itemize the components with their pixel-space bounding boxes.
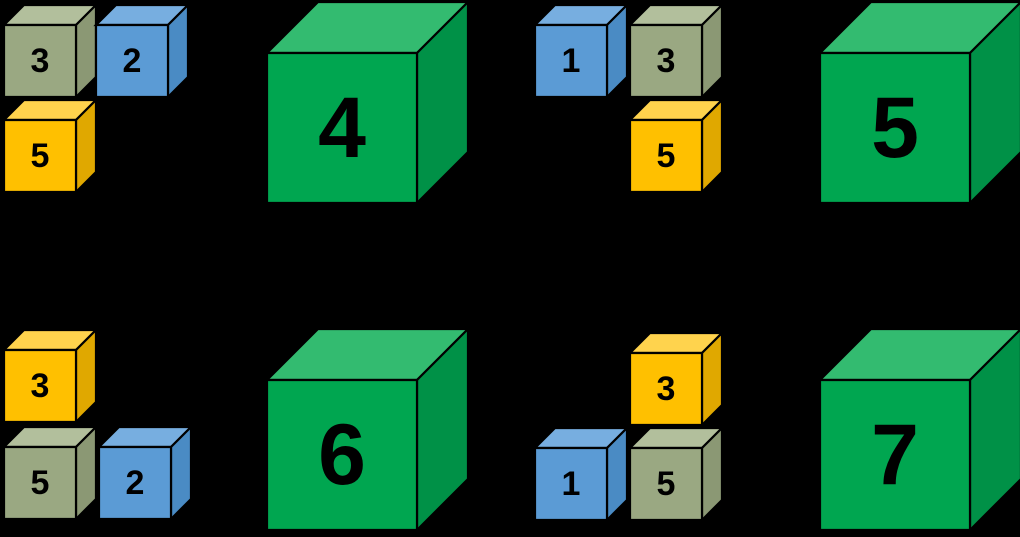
cube-yellow-5-shape [1, 97, 99, 195]
cube-green-7-shape [817, 327, 1020, 533]
cube-yellow-3-front-face [628, 351, 704, 427]
cube-green-5-shape [817, 0, 1020, 206]
cube-olive-3[interactable]: 3 [1, 2, 99, 100]
cube-green-7-front-face [818, 378, 972, 532]
cube-yellow-3-shape [627, 330, 725, 428]
cube-green-4-front-face [265, 51, 419, 205]
cube-green-5-front-face [818, 51, 972, 205]
cube-yellow-5-front-face [628, 118, 704, 194]
cube-olive-5[interactable]: 5 [1, 424, 99, 522]
cube-blue-2-front-face [97, 445, 173, 521]
cube-green-4-shape [264, 0, 471, 206]
cube-blue-1-front-face [533, 23, 609, 99]
cube-green-7[interactable]: 7 [817, 327, 1020, 533]
cube-olive-5-shape [627, 425, 725, 523]
cube-green-6-shape [264, 326, 471, 533]
cube-blue-1[interactable]: 1 [532, 2, 630, 100]
cube-olive-5-shape [1, 424, 99, 522]
cube-olive-3-shape [627, 2, 725, 100]
cube-green-6-front-face [265, 378, 419, 532]
cube-olive-3-front-face [628, 23, 704, 99]
cube-blue-2-shape [96, 424, 194, 522]
cube-yellow-3-shape [1, 327, 99, 425]
cube-blue-1-shape [532, 425, 630, 523]
cube-blue-2[interactable]: 2 [93, 2, 191, 100]
cube-olive-3-shape [1, 2, 99, 100]
cube-yellow-3-front-face [2, 348, 78, 424]
cube-blue-2[interactable]: 2 [96, 424, 194, 522]
cube-yellow-5-front-face [2, 118, 78, 194]
cube-blue-1-shape [532, 2, 630, 100]
cube-yellow-5-shape [627, 97, 725, 195]
cube-olive-5-front-face [2, 445, 78, 521]
cube-olive-5-front-face [628, 446, 704, 522]
cube-blue-2-shape [93, 2, 191, 100]
cube-olive-3-front-face [2, 23, 78, 99]
cube-yellow-3[interactable]: 3 [1, 327, 99, 425]
cube-blue-1-front-face [533, 446, 609, 522]
cube-blue-2-front-face [94, 23, 170, 99]
